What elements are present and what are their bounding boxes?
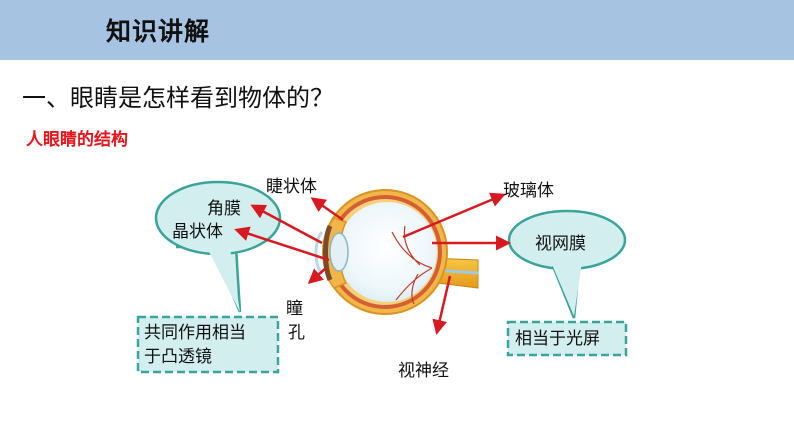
left-box (136, 315, 280, 374)
label-pupil-2: 孔 (288, 323, 305, 343)
eye-illustration (314, 189, 479, 315)
header-bar (0, 0, 794, 60)
bubble-retina: 视网膜 (535, 234, 586, 254)
label-vitreous-body: 玻璃体 (503, 181, 554, 201)
label-pupil-1: 瞳 (286, 299, 303, 319)
pointer-arrows (234, 192, 511, 335)
left-box-line2: 于凸透镜 (144, 347, 212, 367)
page-title: 知识讲解 (106, 17, 211, 46)
bubble-cornea: 角膜 (207, 199, 241, 219)
label-optic-nerve: 视神经 (398, 361, 449, 381)
bubble-lens: 晶状体 (172, 222, 223, 242)
right-box (506, 320, 628, 357)
right-box-text: 相当于光屏 (515, 329, 600, 349)
right-bubble (507, 209, 627, 319)
label-ciliary-body: 睫状体 (266, 177, 317, 197)
section-heading: 一、眼睛是怎样看到物体的？ (22, 84, 334, 112)
left-box-line1: 共同作用相当 (144, 323, 246, 343)
subheading: 人眼睛的结构 (26, 130, 128, 150)
